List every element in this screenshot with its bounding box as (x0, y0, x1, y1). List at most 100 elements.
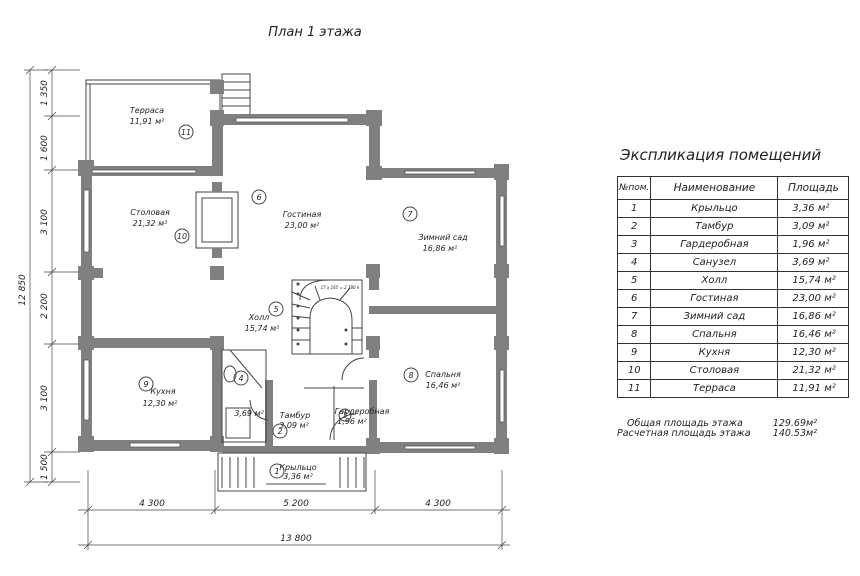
dim-left-2: 1 600 (40, 135, 50, 161)
svg-text:10: 10 (177, 232, 187, 241)
dim-bottom-2: 5 200 (283, 499, 309, 509)
cell-area: 11,91 м² (777, 379, 850, 398)
svg-text:Столовая: Столовая (130, 208, 170, 217)
walls (78, 80, 509, 454)
cell-number: 11 (616, 379, 652, 398)
svg-text:Гостиная: Гостиная (283, 210, 322, 219)
cell-area: 1,96 м² (777, 235, 850, 254)
cell-area: 15,74 м² (777, 271, 850, 290)
cell-area: 23,00 м² (777, 289, 850, 308)
svg-text:8: 8 (408, 371, 413, 380)
cell-area: 16,86 м² (777, 307, 850, 326)
room-label-porch: Крыльцо 3,36 м² 1 (269, 463, 317, 481)
staircase: 17 x 165 = 2 780 h (291, 279, 363, 355)
windows (83, 117, 505, 450)
cell-name: Столовая (650, 361, 779, 380)
room-label-hall: Холл 15,74 м² 5 (245, 301, 284, 333)
cell-area: 3,09 м² (777, 217, 850, 236)
cell-area: 12,30 м² (777, 343, 850, 362)
table-header-row: №пом. Наименование Площадь (616, 176, 850, 200)
svg-text:3: 3 (342, 411, 347, 420)
svg-text:Спальня: Спальня (425, 370, 461, 379)
cell-number: 10 (616, 361, 652, 380)
dim-left-6: 1 500 (40, 454, 50, 480)
svg-text:3,69 м²: 3,69 м² (234, 409, 264, 418)
svg-text:1: 1 (274, 467, 279, 476)
svg-text:Кухня: Кухня (150, 387, 175, 396)
svg-text:16,46 м²: 16,46 м² (426, 381, 461, 390)
total-area-row: Общая площадь этажа 129.69м² (617, 419, 817, 429)
dim-left-1: 1 350 (40, 80, 50, 106)
svg-text:Гардеробная: Гардеробная (335, 407, 390, 416)
dim-bottom-total: 13 800 (280, 534, 312, 544)
dim-bottom-3: 4 300 (425, 499, 451, 509)
total-area-value: 129.69м² (772, 418, 817, 429)
svg-text:Крыльцо: Крыльцо (279, 463, 316, 472)
cell-name: Тамбур (650, 217, 779, 236)
cell-name: Спальня (650, 325, 779, 344)
cell-number: 3 (616, 235, 652, 254)
room-label-vestibule: Тамбур 3,09 м² 2 (272, 411, 311, 439)
header-number: №пом. (616, 176, 652, 200)
cell-number: 5 (616, 271, 652, 290)
cell-number: 2 (616, 217, 652, 236)
room-label-dining: Столовая 21,32 м² 10 (130, 208, 190, 244)
plan-title: План 1 этажа (268, 25, 361, 40)
calc-area-row: Расчетная площадь этажа 140.53м² (617, 429, 817, 439)
svg-text:3,09 м²: 3,09 м² (279, 421, 309, 430)
stair-note: 17 x 165 = 2 780 h (321, 285, 360, 290)
svg-text:11,91 м²: 11,91 м² (130, 117, 165, 126)
room-label-living: Гостиная 23,00 м² 6 (251, 189, 322, 230)
cell-number: 9 (616, 343, 652, 362)
svg-text:5: 5 (273, 305, 278, 314)
floor-plan-drawing: План 1 этажа 1 350 1 600 3 100 2 200 3 1… (18, 25, 510, 550)
svg-text:2: 2 (277, 427, 282, 436)
room-label-garden: Зимний сад 16,86 м² 7 (402, 206, 468, 253)
dimension-lines (24, 65, 510, 550)
cell-area: 21,32 м² (777, 361, 850, 380)
svg-text:12,30 м²: 12,30 м² (143, 399, 178, 408)
svg-text:11: 11 (181, 128, 191, 137)
room-label-wardrobe: Гардеробная 1,96 м² 3 (335, 407, 390, 426)
svg-text:15,74 м²: 15,74 м² (245, 324, 280, 333)
svg-text:16,86 м²: 16,86 м² (423, 244, 458, 253)
svg-text:7: 7 (407, 210, 413, 219)
svg-text:Терраса: Терраса (130, 106, 164, 115)
cell-number: 7 (616, 307, 652, 326)
svg-text:3,36 м²: 3,36 м² (283, 472, 313, 481)
cell-name: Кухня (650, 343, 779, 362)
svg-text:23,00 м²: 23,00 м² (285, 221, 320, 230)
cell-number: 1 (616, 199, 652, 218)
door-swings (304, 357, 365, 441)
calc-area-label: Расчетная площадь этажа (617, 428, 751, 439)
fireplace (195, 182, 239, 258)
svg-text:1,96 м²: 1,96 м² (337, 417, 367, 426)
dim-left-3: 3 100 (40, 209, 50, 235)
svg-text:6: 6 (256, 193, 261, 202)
header-name: Наименование (650, 176, 779, 200)
room-label-kitchen: Кухня 12,30 м² 9 (138, 376, 178, 408)
cell-number: 6 (616, 289, 652, 308)
svg-text:21,32 м²: 21,32 м² (133, 219, 168, 228)
svg-text:Зимний сад: Зимний сад (418, 233, 468, 242)
cell-name: Гостиная (650, 289, 779, 308)
total-area-label: Общая площадь этажа (627, 418, 743, 429)
room-label-bedroom: Спальня 16,46 м² 8 (403, 367, 461, 390)
header-area: Площадь (777, 176, 850, 200)
dim-left-total: 12 850 (18, 274, 28, 306)
svg-text:Холл: Холл (248, 313, 270, 322)
cell-name: Гардеробная (650, 235, 779, 254)
explication-title: Экспликация помещений (620, 146, 822, 164)
area-totals: Общая площадь этажа 129.69м² Расчетная п… (617, 419, 817, 439)
dim-left-4: 2 200 (40, 293, 50, 319)
porch (217, 452, 367, 492)
dim-bottom-1: 4 300 (139, 499, 165, 509)
svg-text:Тамбур: Тамбур (280, 411, 311, 420)
dim-left-5: 3 100 (40, 385, 50, 411)
